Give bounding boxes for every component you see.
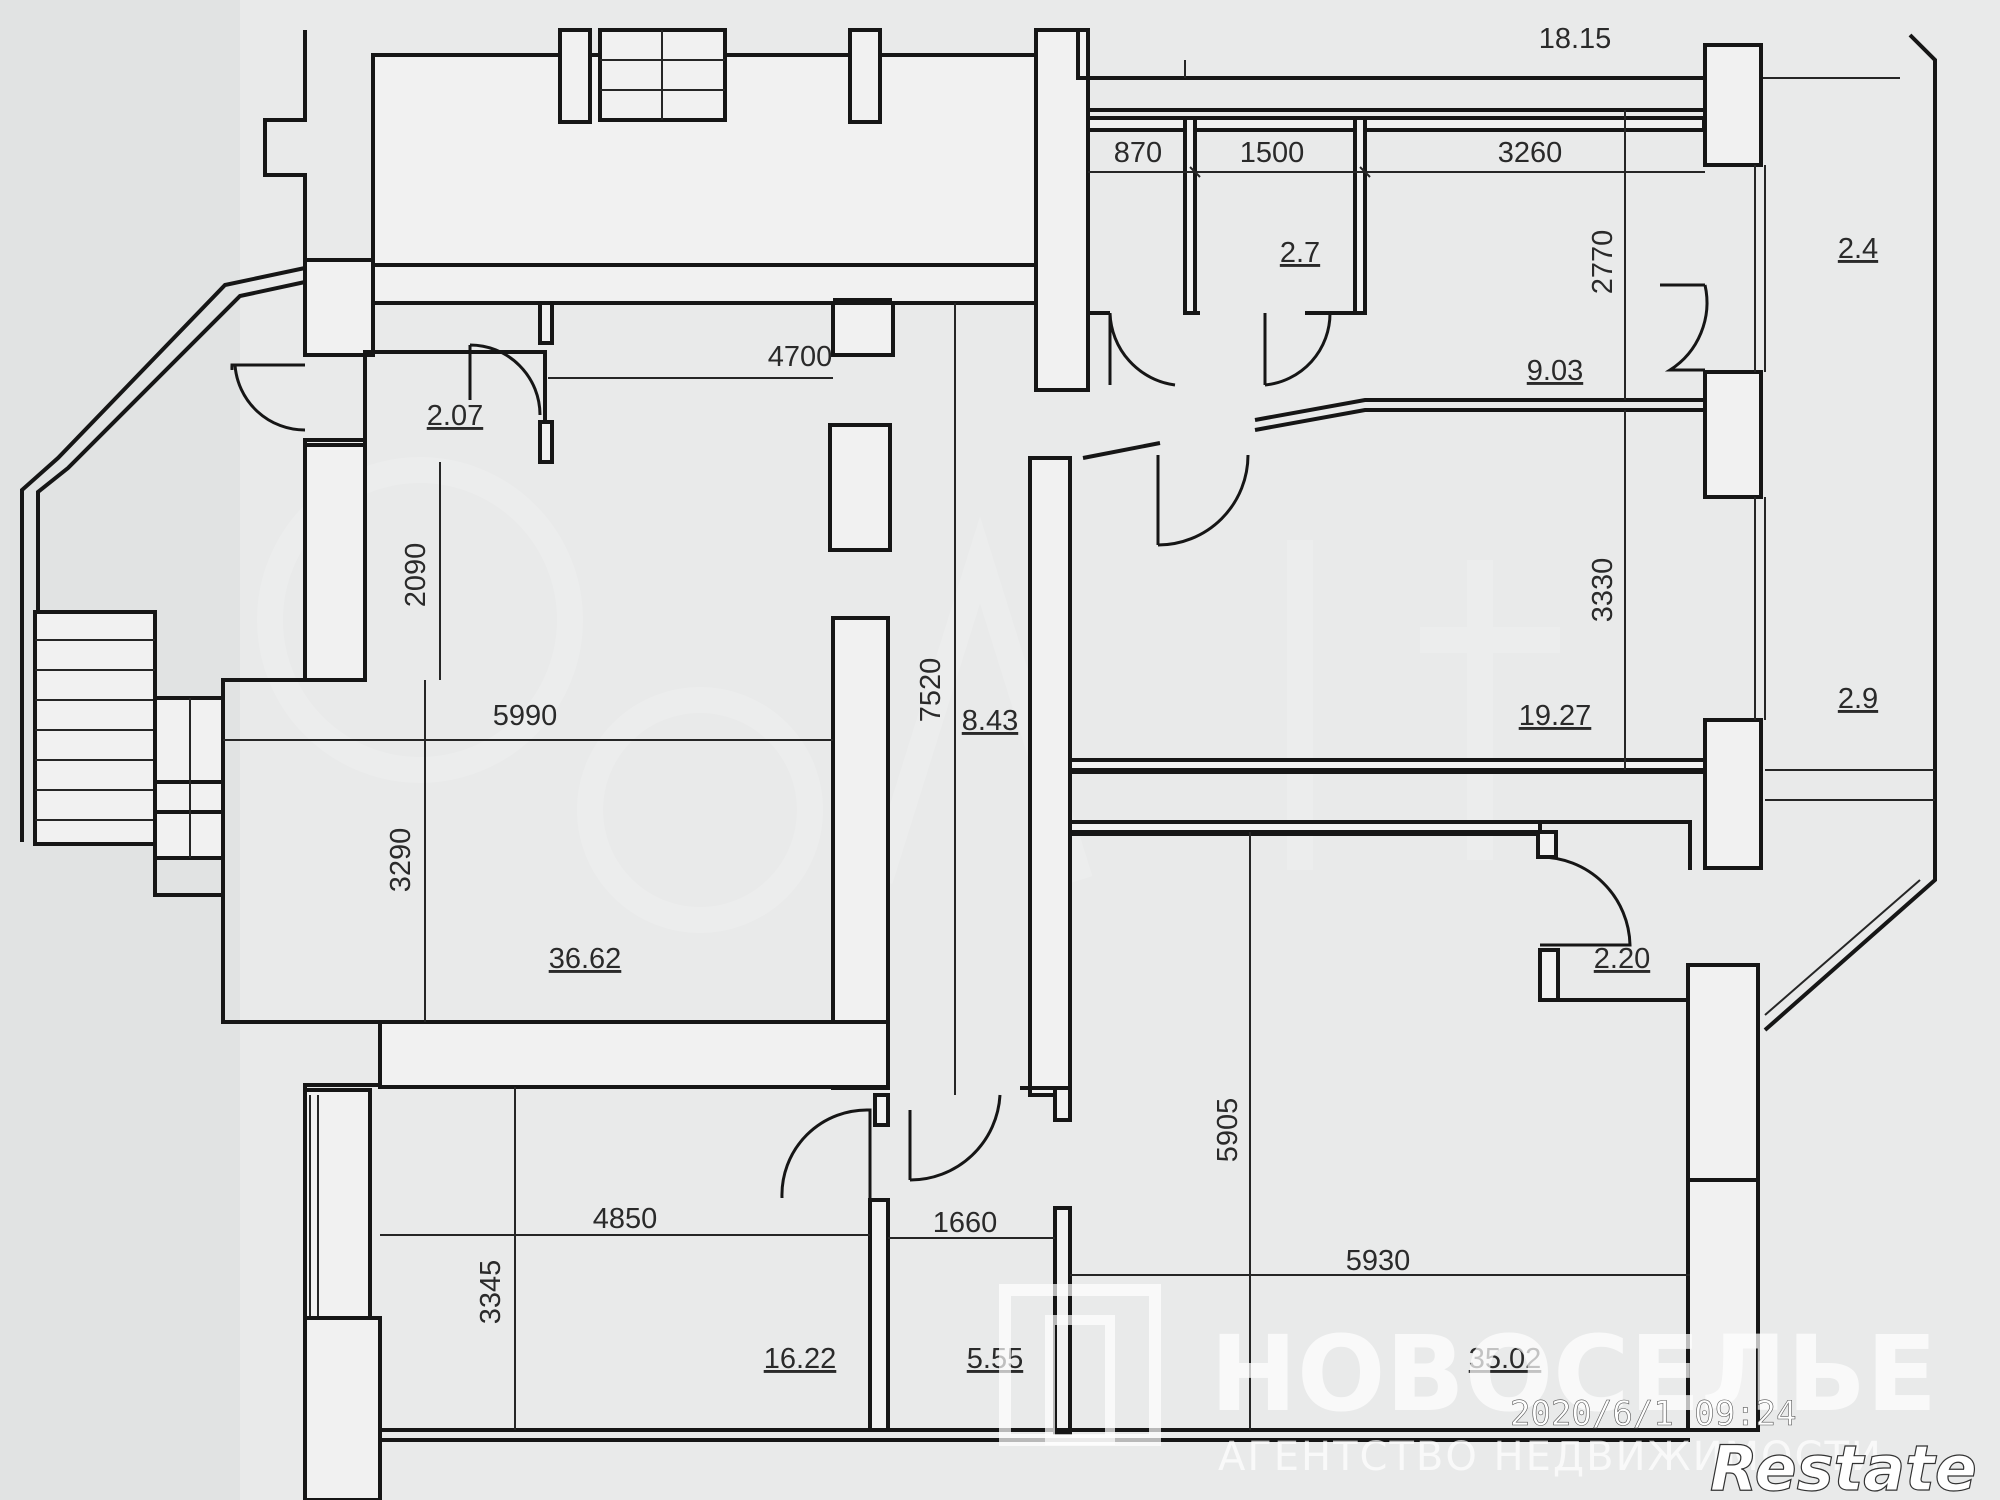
dim-3345: 3345 (475, 1260, 507, 1325)
area-35-02: 35.02 (1469, 1343, 1542, 1375)
dim-7520: 7520 (915, 658, 947, 723)
area-36-62: 36.62 (549, 943, 622, 975)
door-swings (230, 283, 1709, 1199)
dim-2090: 2090 (400, 543, 432, 608)
dim-3260: 3260 (1498, 137, 1563, 169)
area-5-55: 5.55 (967, 1343, 1023, 1375)
area-2-7: 2.7 (1280, 237, 1320, 269)
avito-watermark (257, 457, 1560, 933)
photo-timestamp: 2020/6/1 09:24 (1510, 1394, 1797, 1434)
area-2-4: 2.4 (1838, 233, 1878, 265)
area-2-20: 2.20 (1594, 943, 1650, 975)
room-area-labels: 2.7 2.4 9.03 2.07 19.27 2.9 8.43 36.62 2… (427, 233, 1878, 1375)
dim-18-15: 18.15 (1539, 23, 1612, 55)
watermark-logo-text: НОВОСЕЛЬЕ (1210, 1313, 1937, 1435)
area-19-27: 19.27 (1519, 700, 1592, 732)
dimension-labels: 18.15 870 1500 3260 2770 4700 2090 5990 … (385, 23, 1619, 1324)
dim-1500: 1500 (1240, 137, 1305, 169)
walls (20, 28, 1937, 1500)
dim-3290: 3290 (385, 828, 417, 893)
dim-5930: 5930 (1346, 1245, 1411, 1277)
dim-5990: 5990 (493, 700, 558, 732)
area-16-22: 16.22 (764, 1343, 837, 1375)
dim-870: 870 (1114, 137, 1162, 169)
dim-2770: 2770 (1587, 230, 1619, 295)
area-8-43: 8.43 (962, 705, 1018, 737)
area-9-03: 9.03 (1527, 355, 1583, 387)
dim-1660: 1660 (933, 1207, 998, 1239)
restate-brand: Restate (1710, 1432, 1977, 1500)
novoselie-watermark: НОВОСЕЛЬЕ АГЕНТСТВО НЕДВИЖИМОСТИ (999, 1284, 1937, 1480)
area-2-07: 2.07 (427, 400, 483, 432)
watermark-subtitle: АГЕНТСТВО НЕДВИЖИМОСТИ (1218, 1434, 1883, 1480)
area-2-9: 2.9 (1838, 683, 1878, 715)
dim-5905: 5905 (1212, 1098, 1244, 1163)
dim-4850: 4850 (593, 1203, 658, 1235)
dim-3330: 3330 (1587, 558, 1619, 623)
dimension-lines (223, 60, 1705, 1430)
dim-4700: 4700 (768, 341, 833, 373)
